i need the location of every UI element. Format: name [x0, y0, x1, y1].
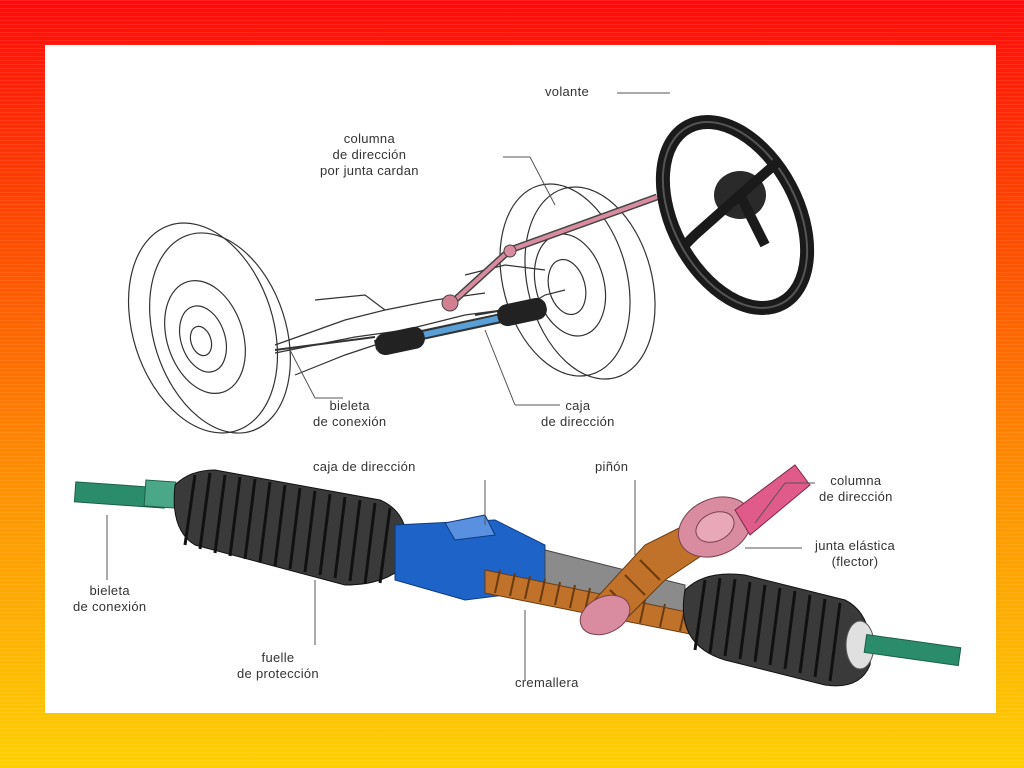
label-fuelle: fuelle de protección	[237, 650, 319, 681]
label-bieleta-top: bieleta de conexión	[313, 398, 387, 429]
label-caja-bottom: caja de dirección	[313, 459, 416, 474]
steering-rack-top	[373, 297, 547, 356]
label-columna-bottom: columna de dirección	[819, 473, 893, 504]
steering-column-shaft	[441, 193, 659, 312]
leader-lines	[106, 92, 815, 680]
right-protective-bellow	[682, 573, 875, 687]
left-tie-rod	[73, 479, 177, 509]
left-wheel	[127, 222, 291, 434]
label-columna-cardan: columna de dirección por junta cardan	[320, 131, 419, 178]
left-protective-bellow	[173, 469, 408, 586]
label-cremallera: cremallera	[515, 675, 579, 690]
label-volante: volante	[545, 84, 590, 99]
steering-wheel	[655, 115, 815, 315]
diagram-panel: volante columna de dirección por junta c…	[45, 45, 996, 713]
label-caja-top: caja de dirección	[541, 398, 615, 429]
label-junta-elastica: junta elástica (flector)	[815, 538, 896, 569]
label-pinon: piñón	[595, 459, 629, 474]
label-bieleta-bottom: bieleta de conexión	[73, 583, 147, 614]
right-tie-rod	[863, 633, 962, 667]
steering-diagram	[73, 92, 962, 687]
